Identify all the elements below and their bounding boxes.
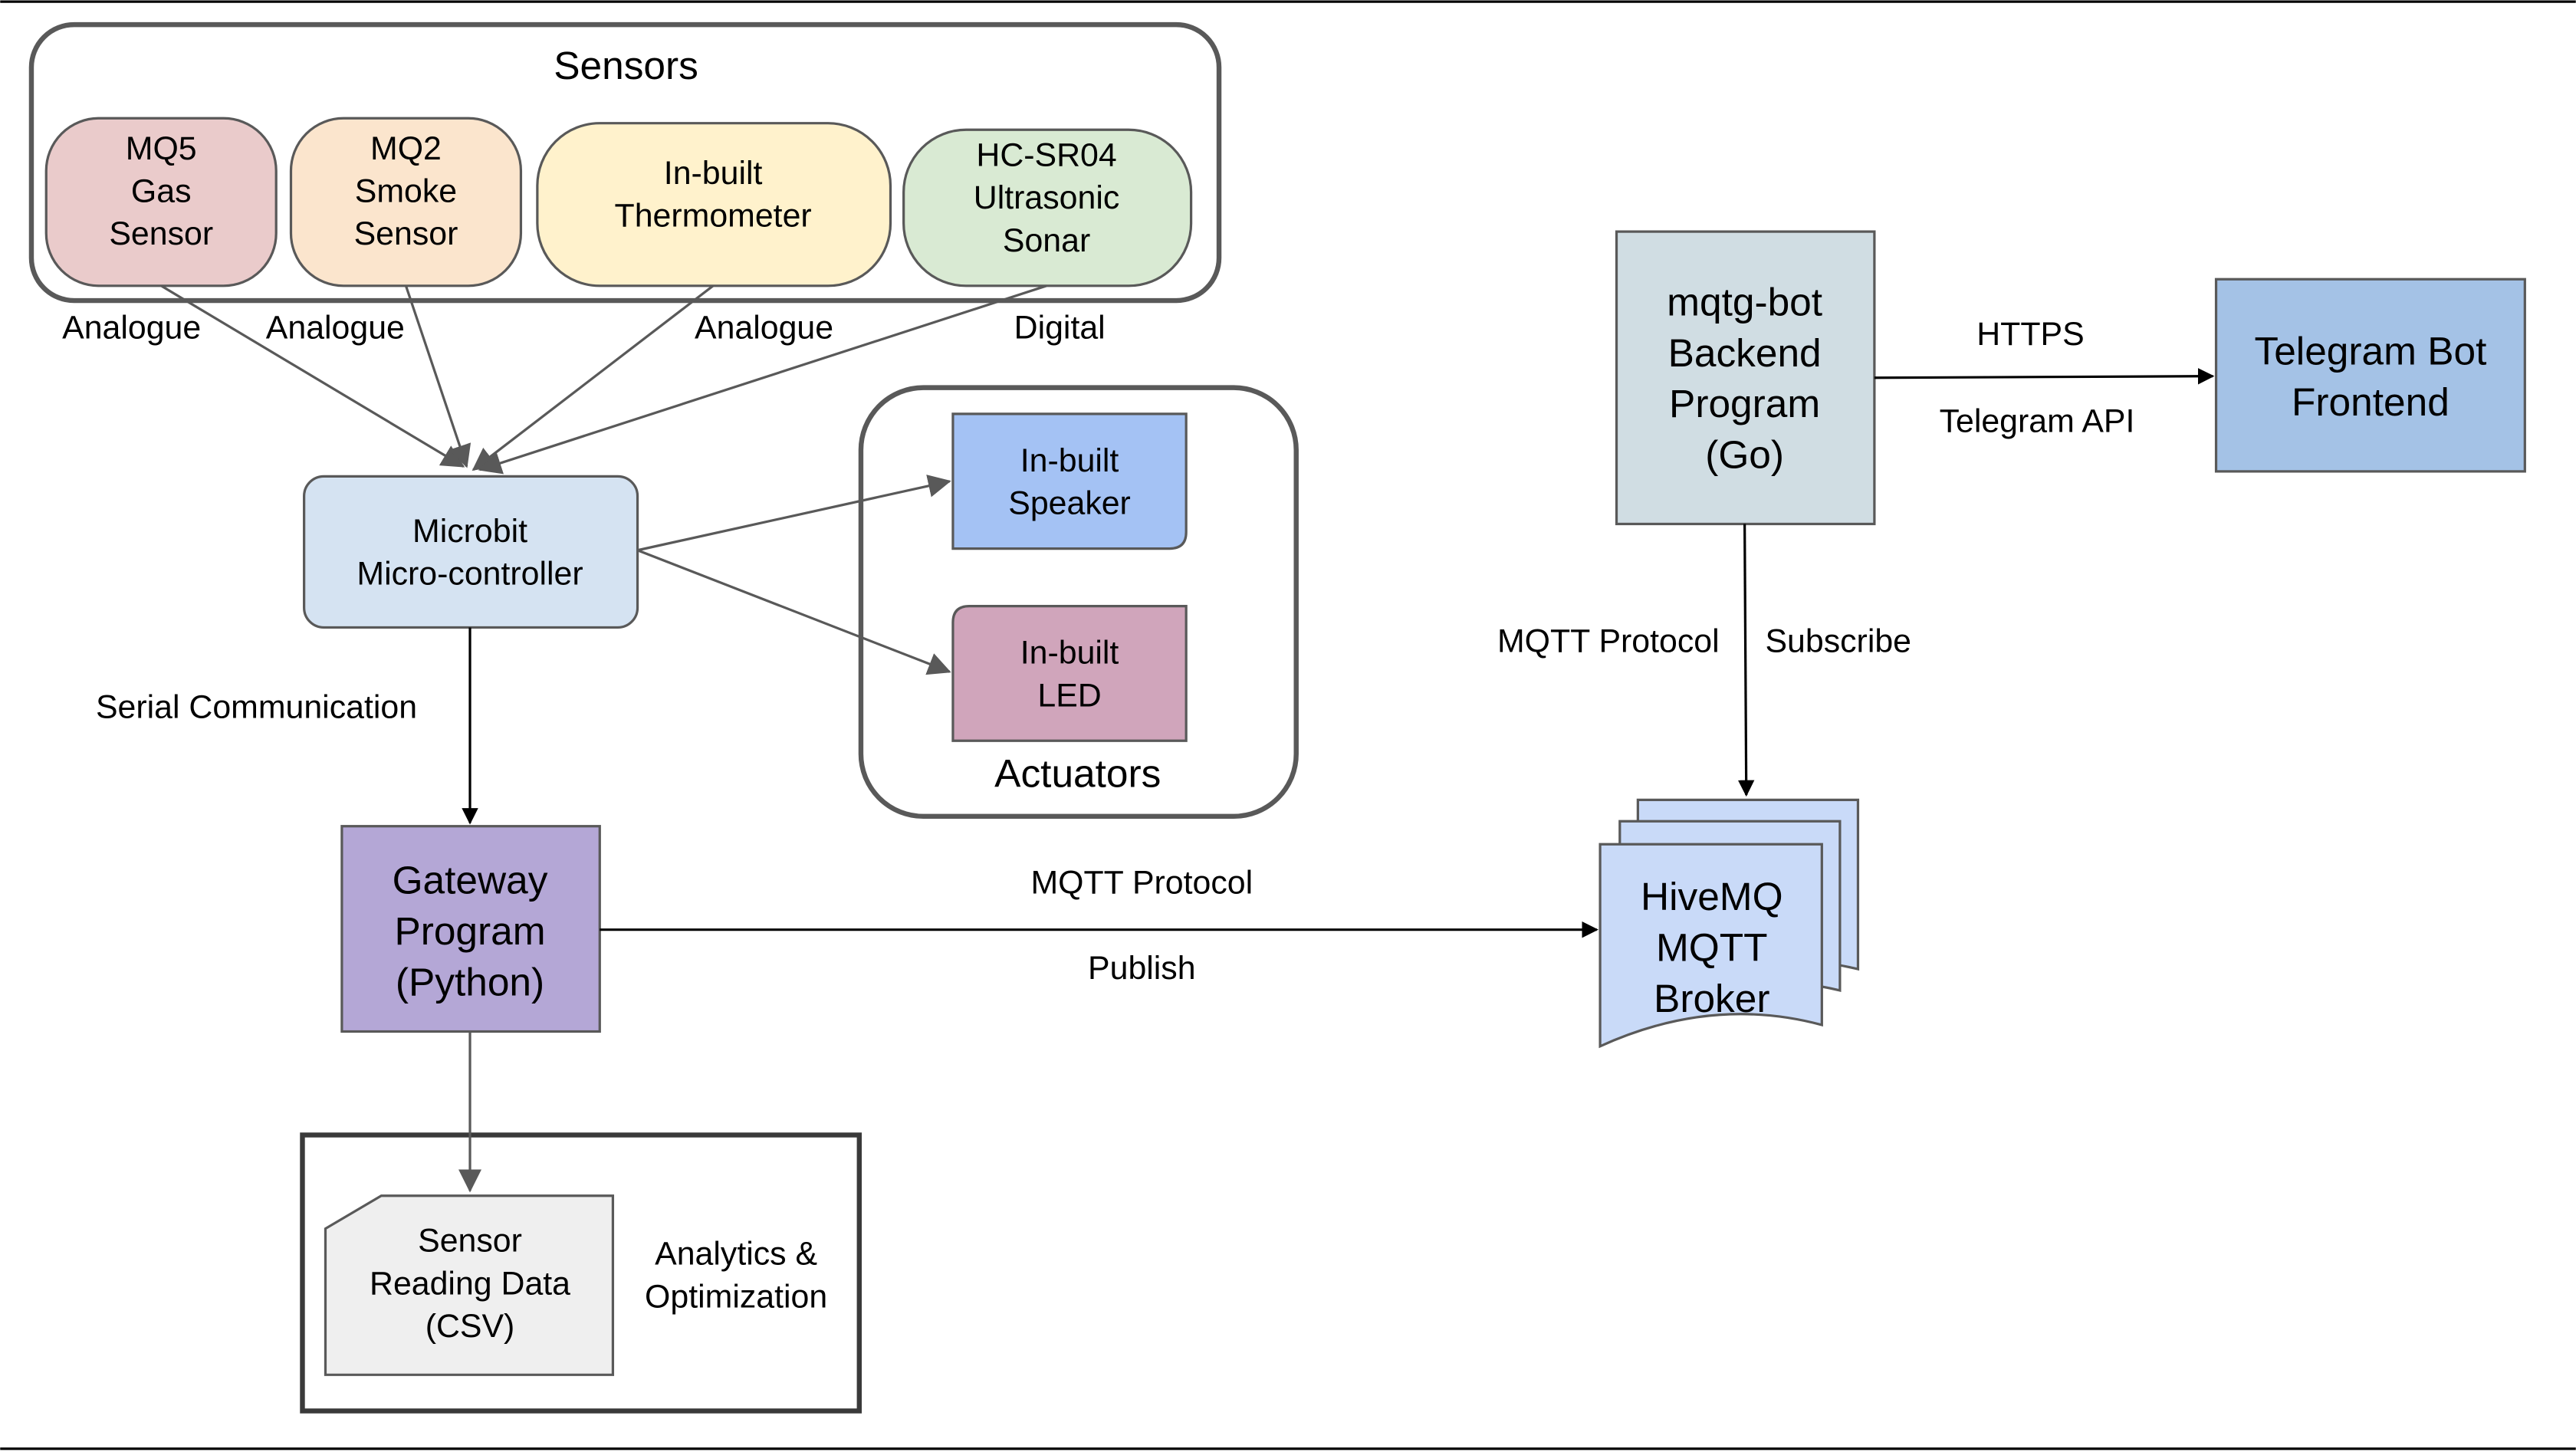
edge-label-telegram-api: Telegram API — [1940, 402, 2135, 439]
analytics-group-title: Analytics & Optimization — [645, 1236, 827, 1316]
led-node[interactable] — [951, 604, 1188, 742]
text-line: Speaker — [1008, 485, 1131, 522]
text-line: Sensor — [109, 215, 213, 252]
actuators-group — [858, 385, 1299, 820]
edge-label-mqtt-publish-top: MQTT Protocol — [1030, 865, 1253, 902]
analytics-group — [300, 1132, 863, 1414]
thermometer-node[interactable] — [536, 122, 892, 287]
text-line: (CSV) — [426, 1308, 515, 1345]
edge-backend-hivemq — [1737, 524, 1755, 797]
edge-label-thermometer: Analogue — [695, 309, 833, 346]
edge-mq5-microbit — [160, 284, 465, 468]
hivemq-node[interactable] — [1598, 798, 1860, 1049]
edge-microbit-led — [636, 549, 951, 675]
text-line: HiveMQ — [1641, 874, 1783, 918]
edge-backend-telegram — [1874, 368, 2215, 385]
text-line: Telegram Bot — [2254, 329, 2486, 373]
text-line: In-built — [1020, 442, 1119, 479]
text-line: Backend — [1668, 330, 1822, 375]
csv-node[interactable] — [324, 1194, 615, 1376]
text-line: (Python) — [396, 959, 544, 1004]
text-line: Analytics & — [655, 1236, 817, 1273]
edge-microbit-speaker — [637, 475, 951, 552]
text-line: (Go) — [1705, 432, 1784, 477]
text-line: Frontend — [2292, 379, 2450, 424]
text-line: Sensor — [354, 215, 458, 252]
text-line: MQ5 — [126, 130, 197, 167]
text-line: Microbit — [412, 513, 527, 550]
gateway-node[interactable] — [340, 825, 601, 1033]
edge-label-serial: Serial Communication — [96, 688, 417, 725]
hivemq-label: HiveMQ MQTT Broker — [1641, 874, 1783, 1020]
edge-label-https: HTTPS — [1976, 316, 2084, 353]
actuators-group-title: Actuators — [994, 751, 1161, 795]
edge-mq2-microbit — [404, 285, 472, 468]
edge-label-mq5: Analogue — [62, 309, 201, 346]
sensors-group-title: Sensors — [554, 43, 698, 87]
sensors-group — [28, 21, 1222, 304]
text-line: Gateway — [393, 858, 548, 902]
edge-label-mq2: Analogue — [266, 309, 405, 346]
text-line: Gas — [131, 173, 192, 210]
text-line: Optimization — [645, 1278, 827, 1315]
text-line: In-built — [664, 155, 763, 192]
text-line: LED — [1037, 677, 1101, 714]
text-line: MQ2 — [370, 130, 442, 167]
edge-label-sonar: Digital — [1014, 309, 1106, 346]
text-line: Thermometer — [615, 198, 812, 235]
text-line: HC-SR04 — [976, 136, 1116, 173]
hivemq-doc-front — [1598, 843, 1823, 1049]
text-line: Micro-controller — [356, 556, 583, 593]
sonar-node[interactable] — [902, 128, 1193, 287]
edge-label-mqtt-publish-bottom: Publish — [1088, 950, 1196, 987]
edge-thermometer-microbit — [472, 284, 715, 471]
text-line: mqtg-bot — [1667, 279, 1822, 324]
text-line: In-built — [1020, 635, 1119, 672]
text-line: Smoke — [355, 173, 457, 210]
speaker-node[interactable] — [951, 412, 1188, 550]
edge-label-mqtt-subscribe-right: Subscribe — [1765, 623, 1911, 660]
text-line: Reading Data — [370, 1265, 570, 1302]
text-line: Program — [394, 908, 545, 953]
text-line: Broker — [1654, 976, 1769, 1020]
edge-sonar-microbit — [478, 284, 1047, 475]
text-line: Program — [1669, 381, 1820, 425]
backend-node[interactable] — [1615, 230, 1876, 526]
text-line: Ultrasonic — [974, 179, 1119, 216]
text-line: Sonar — [1003, 222, 1090, 259]
edge-label-mqtt-subscribe-left: MQTT Protocol — [1497, 623, 1720, 660]
text-line: MQTT — [1656, 925, 1768, 969]
telegram-node[interactable] — [2214, 278, 2526, 473]
microbit-node[interactable] — [303, 475, 639, 629]
text-line: Sensor — [418, 1223, 522, 1260]
